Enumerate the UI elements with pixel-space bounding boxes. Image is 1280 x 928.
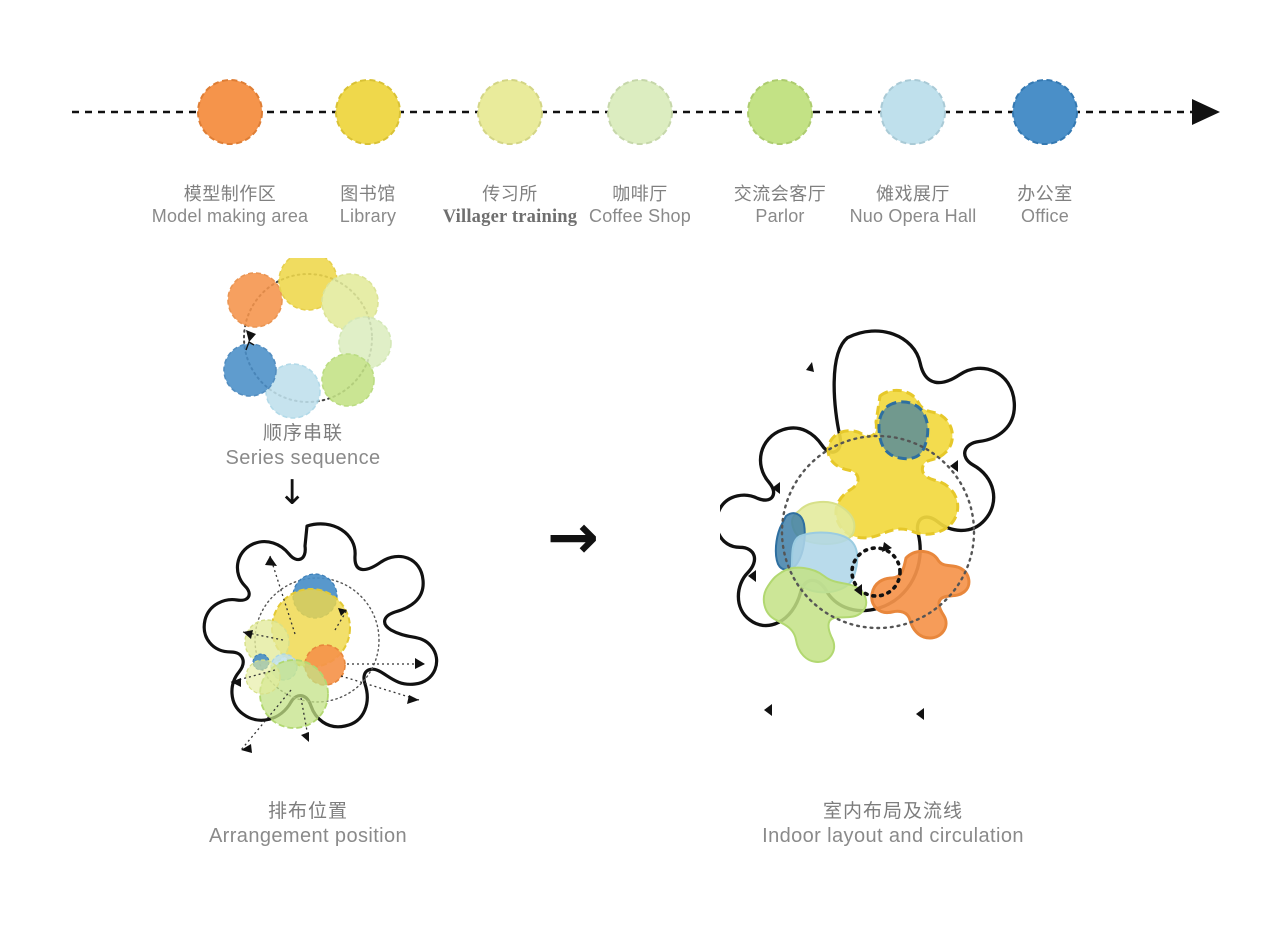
down-arrow-icon: ↓ — [278, 473, 307, 513]
indoor-layout-caption-en: Indoor layout and circulation — [762, 824, 1024, 847]
indoor-layout-caption-zh: 室内布局及流线 — [822, 800, 964, 822]
indoor-arrow-e — [950, 460, 958, 472]
series-sequence-caption-en: Series sequence — [225, 446, 381, 469]
timeline-node-group — [197, 79, 1078, 145]
sequence-node-group — [223, 251, 392, 419]
timeline-node-villager-training — [477, 79, 543, 145]
indoor-circulation-arrows — [748, 362, 958, 720]
timeline-label-zh: 传习所 — [482, 184, 538, 205]
series-sequence-caption: 顺序串联 Series sequence — [226, 422, 381, 471]
timeline-label-en: Nuo Opera Hall — [849, 205, 977, 226]
indoor-circulation-loop — [780, 434, 976, 630]
arrangement-position-caption-en: Arrangement position — [208, 824, 408, 847]
timeline-label-en: Library — [339, 205, 397, 226]
timeline-label-en: Villager training — [442, 206, 578, 227]
arrangement-node-coffee-shop — [245, 659, 281, 695]
series-sequence-diagram — [210, 251, 420, 433]
indoor-arrow-sw — [764, 704, 772, 716]
indoor-zone-office — [877, 400, 930, 461]
sequence-node-parlor — [321, 353, 375, 407]
sequence-direction-arrow — [246, 330, 256, 342]
indoor-arrow-nw — [806, 362, 814, 372]
timeline-label-en: Parlor — [755, 205, 805, 226]
indoor-zone-parlor — [762, 566, 868, 663]
timeline-node-coffee-shop — [607, 79, 673, 145]
indoor-layout-graphic — [714, 329, 1016, 720]
arrangement-circulation-arrows — [230, 555, 425, 751]
timeline-graphic — [72, 79, 1220, 145]
sequence-node-office — [223, 343, 277, 397]
timeline-label-zh: 图书馆 — [340, 184, 396, 205]
sequence-node-nuo-opera-hall — [265, 363, 321, 419]
arrangement-arrow-heads — [231, 556, 425, 753]
indoor-circulation-core — [850, 546, 902, 598]
series-sequence-graphic — [223, 251, 392, 419]
indoor-arrow-w-upper — [772, 482, 780, 494]
timeline-node-nuo-opera-hall — [880, 79, 946, 145]
timeline-node-parlor — [747, 79, 813, 145]
arrangement-position-diagram — [195, 512, 445, 777]
indoor-zone-model-making — [870, 550, 971, 640]
timeline-node-library — [335, 79, 401, 145]
series-sequence-caption-zh: 顺序串联 — [262, 422, 344, 444]
timeline-label-zh: 傩戏展厅 — [875, 184, 950, 205]
arrangement-position-caption-zh: 排布位置 — [267, 800, 349, 822]
arrangement-node-group — [244, 573, 351, 729]
timeline-label-zh: 办公室 — [1017, 184, 1073, 205]
arrangement-position-graphic — [202, 522, 439, 753]
timeline-node-model-making-area — [197, 79, 263, 145]
right-arrow-icon: → — [547, 500, 599, 573]
indoor-arrow-core-w — [854, 584, 862, 596]
timeline-node-office — [1012, 79, 1078, 145]
indoor-arrow-w-lower — [748, 570, 756, 582]
timeline-label-zh: 模型制作区 — [183, 184, 277, 205]
timeline-label-en: Coffee Shop — [589, 205, 691, 226]
sequence-node-model-making — [227, 272, 283, 328]
indoor-layout-caption: 室内布局及流线 Indoor layout and circulation — [762, 800, 1024, 849]
timeline-arrow-head — [1192, 99, 1220, 125]
timeline-label-zh: 交流会客厅 — [733, 184, 827, 205]
indoor-arrow-center — [882, 542, 892, 552]
indoor-arrow-se — [916, 708, 924, 720]
arrangement-position-caption: 排布位置 Arrangement position — [209, 800, 407, 849]
timeline-label-en: Office — [1021, 205, 1069, 226]
timeline-label-zh: 咖啡厅 — [612, 184, 668, 205]
timeline-label-en: Model making area — [151, 205, 309, 226]
sequence-tail-tick — [245, 340, 255, 351]
indoor-layout-diagram — [714, 310, 1020, 765]
